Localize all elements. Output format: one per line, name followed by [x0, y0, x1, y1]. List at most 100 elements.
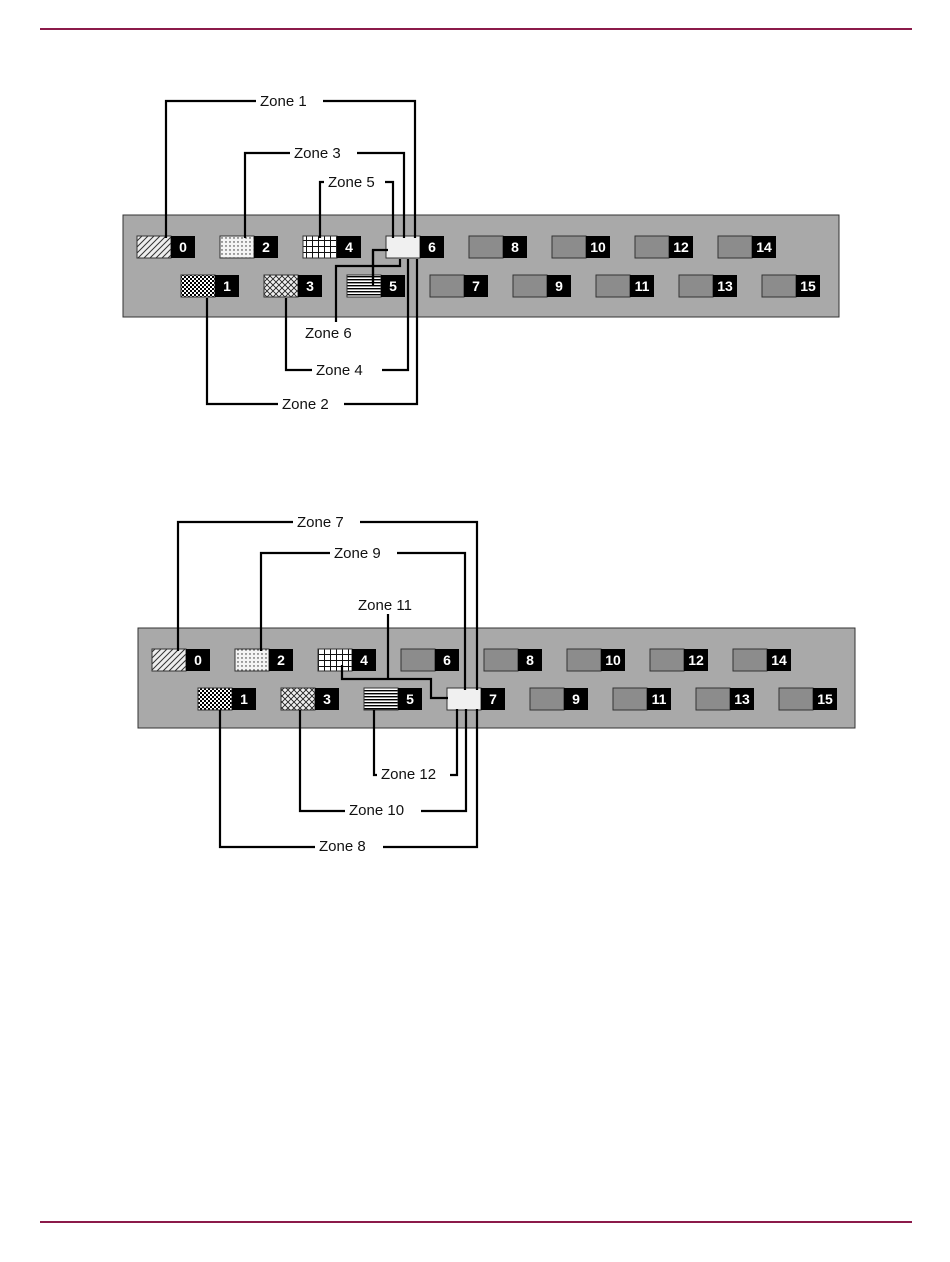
port-number: 2	[262, 239, 270, 255]
port-swatch	[650, 649, 684, 671]
port-number: 6	[443, 652, 451, 668]
zone-label: Zone 8	[319, 838, 366, 855]
zone-label: Zone 6	[305, 325, 352, 342]
zone-label: Zone 4	[316, 362, 363, 379]
zone-label: Zone 11	[358, 597, 412, 614]
port-number: 13	[734, 691, 750, 707]
port-13[interactable]: 13	[679, 275, 737, 297]
port-7[interactable]: 7	[447, 688, 505, 710]
port-number: 0	[194, 652, 202, 668]
port-swatch	[469, 236, 503, 258]
zone-label: Zone 1	[260, 93, 307, 110]
port-swatch	[779, 688, 813, 710]
port-swatch	[318, 649, 352, 671]
port-11[interactable]: 11	[613, 688, 671, 710]
port-6[interactable]: 6	[386, 236, 444, 258]
port-9[interactable]: 9	[513, 275, 571, 297]
port-swatch	[447, 688, 481, 710]
port-0[interactable]: 0	[137, 236, 195, 258]
port-number: 8	[511, 239, 519, 255]
port-swatch	[386, 236, 420, 258]
port-1[interactable]: 1	[181, 275, 239, 297]
port-number: 7	[472, 278, 480, 294]
port-number: 12	[673, 239, 689, 255]
port-number: 1	[223, 278, 231, 294]
port-number: 8	[526, 652, 534, 668]
port-swatch	[181, 275, 215, 297]
port-2[interactable]: 2	[220, 236, 278, 258]
port-swatch	[220, 236, 254, 258]
port-swatch	[264, 275, 298, 297]
port-number: 5	[406, 691, 414, 707]
port-14[interactable]: 14	[718, 236, 776, 258]
port-11[interactable]: 11	[596, 275, 654, 297]
port-swatch	[530, 688, 564, 710]
port-swatch	[430, 275, 464, 297]
port-swatch	[347, 275, 381, 297]
port-5[interactable]: 5	[364, 688, 422, 710]
zone-label: Zone 3	[294, 145, 341, 162]
port-2[interactable]: 2	[235, 649, 293, 671]
port-number: 4	[360, 652, 368, 668]
port-swatch	[567, 649, 601, 671]
port-swatch	[733, 649, 767, 671]
port-14[interactable]: 14	[733, 649, 791, 671]
port-number: 11	[635, 278, 650, 294]
port-8[interactable]: 8	[469, 236, 527, 258]
zone-label: Zone 2	[282, 396, 329, 413]
port-swatch	[596, 275, 630, 297]
port-9[interactable]: 9	[530, 688, 588, 710]
port-swatch	[198, 688, 232, 710]
port-5[interactable]: 5	[347, 275, 405, 297]
port-3[interactable]: 3	[281, 688, 339, 710]
port-15[interactable]: 15	[779, 688, 837, 710]
port-swatch	[235, 649, 269, 671]
port-10[interactable]: 10	[552, 236, 610, 258]
zone-label: Zone 9	[334, 545, 381, 562]
port-12[interactable]: 12	[650, 649, 708, 671]
port-swatch	[679, 275, 713, 297]
port-swatch	[635, 236, 669, 258]
port-number: 5	[389, 278, 397, 294]
zone-label: Zone 12	[381, 766, 436, 783]
port-12[interactable]: 12	[635, 236, 693, 258]
port-6[interactable]: 6	[401, 649, 459, 671]
port-number: 1	[240, 691, 248, 707]
port-number: 9	[572, 691, 580, 707]
port-7[interactable]: 7	[430, 275, 488, 297]
port-swatch	[401, 649, 435, 671]
port-number: 7	[489, 691, 497, 707]
port-10[interactable]: 10	[567, 649, 625, 671]
port-4[interactable]: 4	[303, 236, 361, 258]
switch-panel	[123, 215, 839, 317]
port-1[interactable]: 1	[198, 688, 256, 710]
port-number: 14	[771, 652, 787, 668]
port-number: 14	[756, 239, 772, 255]
port-13[interactable]: 13	[696, 688, 754, 710]
port-number: 3	[323, 691, 331, 707]
port-number: 10	[590, 239, 606, 255]
port-3[interactable]: 3	[264, 275, 322, 297]
port-number: 12	[688, 652, 704, 668]
port-15[interactable]: 15	[762, 275, 820, 297]
port-swatch	[152, 649, 186, 671]
port-number: 3	[306, 278, 314, 294]
port-number: 13	[717, 278, 733, 294]
port-number: 6	[428, 239, 436, 255]
port-swatch	[613, 688, 647, 710]
port-swatch	[364, 688, 398, 710]
port-swatch	[762, 275, 796, 297]
port-0[interactable]: 0	[152, 649, 210, 671]
zone-connection: Zone 8	[220, 709, 477, 855]
port-swatch	[552, 236, 586, 258]
zone-label: Zone 5	[328, 174, 375, 191]
switch-panel	[138, 628, 855, 728]
port-number: 4	[345, 239, 353, 255]
port-4[interactable]: 4	[318, 649, 376, 671]
port-number: 15	[800, 278, 816, 294]
port-8[interactable]: 8	[484, 649, 542, 671]
port-number: 15	[817, 691, 833, 707]
port-swatch	[303, 236, 337, 258]
